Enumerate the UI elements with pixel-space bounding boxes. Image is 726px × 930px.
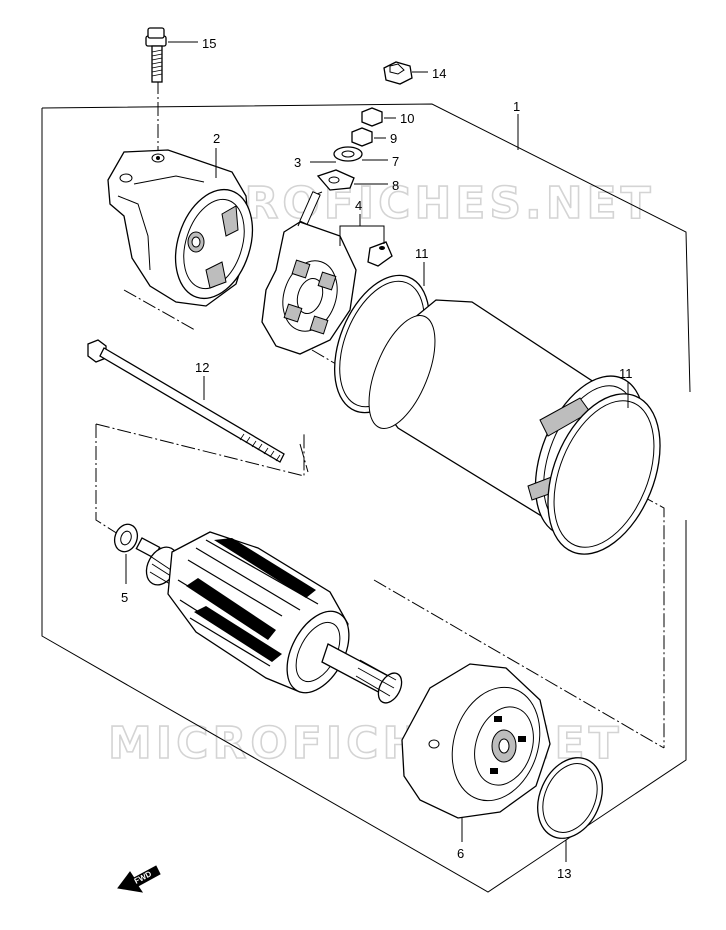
- callout-11-upper: 11: [415, 246, 429, 261]
- brush-holder-part-4: [261, 191, 393, 355]
- washer-part-5: [113, 523, 139, 584]
- washer-part-9: [351, 127, 386, 147]
- nut-part-10: [361, 107, 396, 127]
- armature: [135, 531, 403, 704]
- callout-11-lower: 11: [619, 366, 633, 381]
- alignment-lines: [95, 80, 665, 749]
- callout-15: 15: [202, 36, 216, 51]
- washer-part-7: [333, 146, 388, 162]
- callout-7: 7: [392, 154, 399, 169]
- callout-4: 4: [355, 198, 362, 213]
- rear-housing-part-2: [107, 148, 254, 307]
- o-ring-part-13: [537, 757, 603, 862]
- callout-2: 2: [213, 131, 220, 146]
- callout-3: 3: [294, 155, 301, 170]
- callout-9: 9: [390, 131, 397, 146]
- nut-part-14: [383, 61, 428, 85]
- callout-5: 5: [121, 590, 128, 605]
- front-housing-part-6: [401, 663, 551, 842]
- callout-12: 12: [195, 360, 209, 375]
- through-bolt-part-12: [87, 339, 285, 463]
- fwd-arrow-icon: FWD: [117, 865, 161, 893]
- callout-8: 8: [392, 178, 399, 193]
- callout-13: 13: [557, 866, 571, 881]
- callout-6: 6: [457, 846, 464, 861]
- callout-1: 1: [513, 99, 520, 114]
- bolt-part-15: [145, 27, 198, 83]
- plate-part-8: [316, 169, 388, 191]
- callout-10: 10: [400, 111, 414, 126]
- o-ring-part-11-lower: [547, 382, 661, 555]
- assembly-boundary: [41, 103, 691, 893]
- callout-14: 14: [432, 66, 446, 81]
